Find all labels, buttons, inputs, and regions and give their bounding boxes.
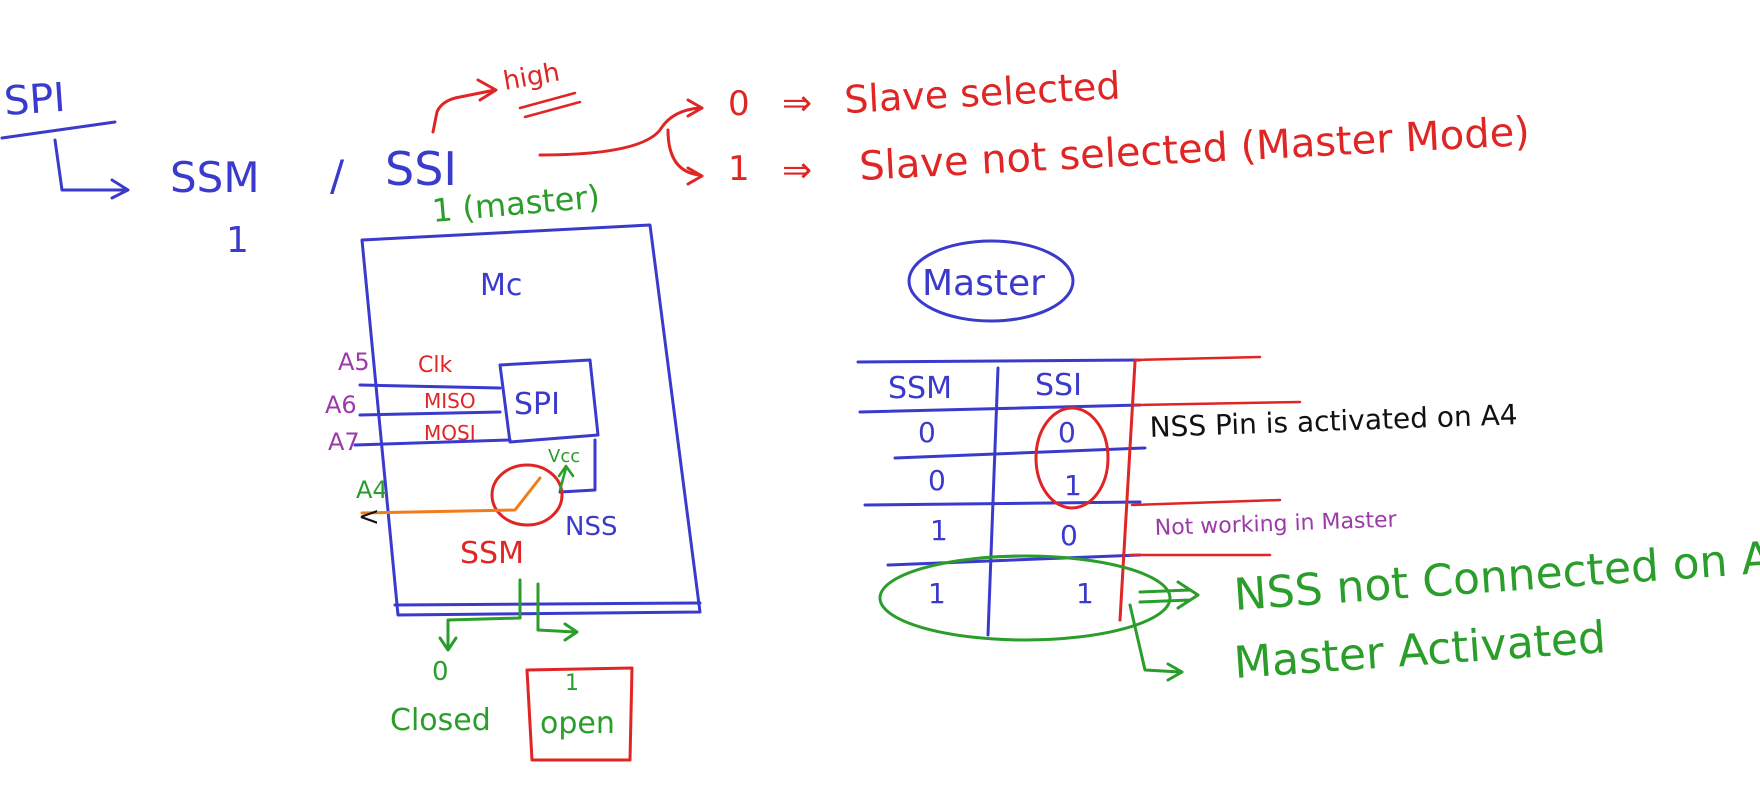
signal-mosi: MOSI — [424, 421, 476, 445]
table-line-r1 — [893, 446, 1147, 460]
spi-block-label: SPI — [514, 387, 560, 422]
result-line1: NSS not Connected on A4 — [1232, 531, 1760, 621]
mcu-bottom-extend — [393, 601, 702, 607]
port-a5: A5 — [338, 348, 370, 376]
signal-clk: Clk — [418, 353, 452, 378]
mcu-label: Mc — [480, 268, 522, 303]
result-line2: Master Activated — [1232, 612, 1607, 689]
ssi-branch-arrow — [538, 98, 704, 186]
row3-ssi: 0 — [1060, 519, 1078, 552]
vcc-arrow — [557, 464, 575, 492]
row2-ssm: 0 — [928, 464, 946, 497]
opt1-implies: ⇒ — [782, 150, 812, 191]
header-group: SPI SSM / SSI 1 1 (master) high — [0, 58, 601, 261]
row1-ssi: 0 — [1058, 416, 1076, 449]
ssm-closed-label: Closed — [390, 703, 491, 738]
note-sep-1 — [1133, 355, 1262, 362]
ssm-label: SSM — [170, 153, 260, 202]
nss-line — [558, 438, 597, 494]
ssm-switch-label: SSM — [460, 536, 524, 571]
ssm-value: 1 — [226, 220, 249, 261]
ssm-open-label: open — [540, 706, 615, 741]
separator: / — [330, 151, 345, 200]
ssm-open-value: 1 — [565, 671, 579, 696]
ssm-closed-value: 0 — [432, 657, 449, 687]
row1-ssm: 0 — [918, 416, 936, 449]
port-a7: A7 — [328, 428, 360, 456]
opt1-value: 1 — [728, 149, 750, 189]
port-a6: A6 — [325, 391, 357, 419]
table-line-r2 — [863, 500, 1142, 507]
master-table: Master SSM SSI 0 0 NSS Pin is activated … — [856, 239, 1760, 689]
spi-underline — [0, 120, 117, 140]
a4-orange-wire — [360, 476, 542, 515]
a4-arrow-head: < — [358, 502, 380, 532]
master-title: Master — [922, 263, 1045, 304]
ssm-branch-1 — [536, 582, 579, 642]
pin-line-clk — [358, 383, 502, 390]
opt1-text: Slave not selected (Master Mode) — [858, 109, 1531, 190]
signal-miso: MISO — [424, 389, 476, 413]
high-label: high — [501, 58, 562, 97]
opt0-implies: ⇒ — [782, 83, 812, 124]
port-a4: A4 — [356, 476, 388, 504]
high-arrow — [431, 78, 498, 134]
result-arrow-1 — [1138, 580, 1200, 610]
opt0-value: 0 — [728, 84, 750, 124]
ssi-options-group: 0 ⇒ Slave selected 1 ⇒ Slave not selecte… — [538, 64, 1531, 191]
opt0-text: Slave selected — [843, 64, 1121, 122]
mcu-box — [360, 223, 702, 617]
row3-note: Not working in Master — [1154, 508, 1398, 541]
col-header-ssm: SSM — [888, 371, 952, 406]
spi-hook-arrow — [53, 138, 130, 200]
nss-label: NSS — [565, 512, 617, 542]
table-right-border — [1118, 360, 1137, 622]
table-line-r3 — [886, 553, 1142, 567]
result-arrow-2 — [1128, 603, 1184, 682]
row3-ssm: 1 — [930, 514, 948, 547]
table-line-top — [856, 358, 1142, 364]
col-header-ssi: SSI — [1035, 368, 1082, 403]
mcu-diagram: Mc SPI A5 A6 A7 Clk MISO MOSI Vcc NSS SS… — [325, 223, 702, 762]
row1-note: NSS Pin is activated on A4 — [1149, 398, 1518, 444]
ssi-highlight-circle — [1034, 406, 1110, 510]
vcc-label: Vcc — [548, 446, 580, 467]
table-line-col — [986, 366, 1000, 637]
open-box — [525, 666, 634, 762]
spi-label: SPI — [2, 75, 66, 125]
ssi-label: SSI — [385, 142, 457, 196]
pin-line-miso — [358, 410, 502, 417]
note-sep-3 — [1130, 498, 1282, 507]
row4-ssm: 1 — [928, 577, 946, 610]
spi-block — [498, 358, 600, 444]
table-line-header — [858, 403, 1142, 414]
ssm-branch-0 — [438, 578, 522, 652]
master-title-oval — [907, 239, 1075, 323]
pin-line-mosi — [353, 438, 512, 447]
row2-ssi: 1 — [1064, 469, 1082, 502]
row4-highlight-oval — [878, 554, 1172, 642]
high-underline — [518, 91, 582, 119]
note-sep-2 — [1133, 400, 1302, 407]
ssm-switch-circle — [490, 463, 564, 527]
row4-ssi: 1 — [1076, 577, 1094, 610]
